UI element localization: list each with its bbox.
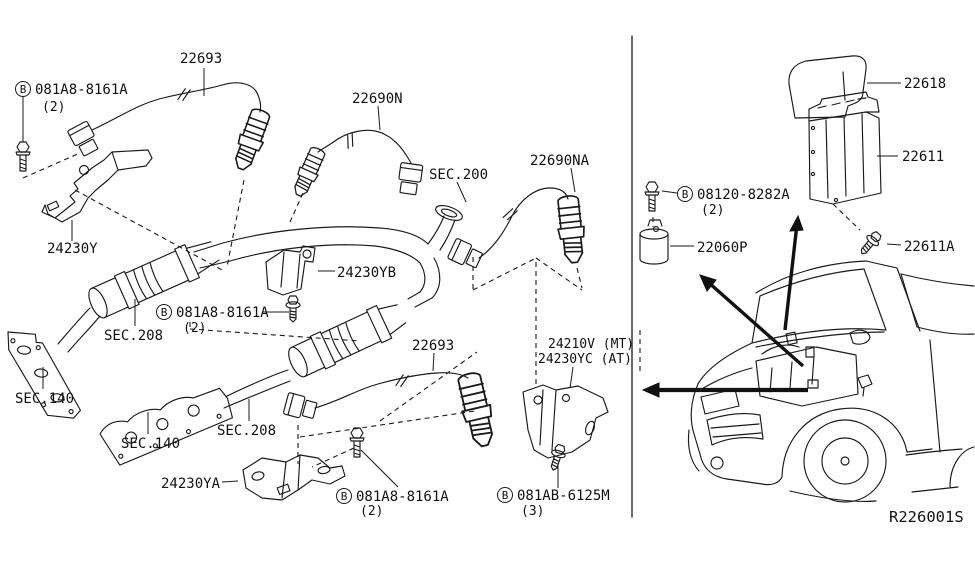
arrow-up — [789, 214, 804, 232]
oxygen-sensors — [66, 82, 589, 450]
label-24230YA: 24230YA — [161, 476, 221, 492]
fastener-qty: (2) — [42, 100, 65, 115]
label-22693-lower: 22693 — [412, 338, 454, 354]
dashed-reference-lines — [22, 152, 861, 468]
o2-sensor-22690N — [288, 129, 424, 200]
bracket-24230Y-drawing — [41, 149, 153, 223]
label-22618: 22618 — [904, 76, 946, 92]
label-sec140-lower: SEC.140 — [121, 436, 180, 452]
catalytic-converter-lower — [288, 304, 407, 378]
ecm-group — [639, 55, 882, 265]
ecm-cover-drawing — [788, 55, 867, 119]
fastener-qty: (2) — [701, 203, 724, 218]
bracket-24230YA-drawing — [242, 454, 346, 501]
o2-sensor-22693-top — [66, 82, 275, 174]
fastener-ref: 08120-8282A — [697, 187, 790, 203]
fastener-callout-ecm-bolt: B 08120-8282A (2) — [677, 186, 790, 218]
label-sec208-upper: SEC.208 — [104, 328, 163, 344]
labels: 22693 22690N 22690NA SEC.200 24230Y 2423… — [15, 51, 964, 526]
bolt-icon — [644, 181, 660, 212]
label-sec208-lower: SEC.208 — [217, 423, 276, 439]
b-symbol: B — [161, 306, 168, 319]
exhaust-y-pipe — [193, 205, 463, 308]
exhaust-assembly-drawing — [7, 205, 463, 466]
fastener-ref: 081A8-8161A — [176, 305, 269, 321]
label-24230Y: 24230Y — [47, 241, 98, 257]
label-sec140-left: SEC.140 — [15, 391, 74, 407]
engine-bay-drawing — [755, 331, 873, 407]
manifold-collector-pipe-lower — [223, 369, 291, 409]
arrow-left — [641, 382, 660, 398]
location-arrows — [641, 214, 808, 398]
fastener-qty: (3) — [521, 504, 544, 519]
vehicle-illustration — [641, 214, 975, 503]
fastener-ref: 081A8-8161A — [356, 489, 449, 505]
brackets — [41, 149, 609, 501]
label-22690N: 22690N — [352, 91, 403, 107]
arrow-up-left — [699, 274, 717, 292]
bracket-24210V-drawing — [522, 384, 609, 459]
o2-sensor-22693-lower — [282, 369, 500, 450]
fastener-qty: (2) — [360, 504, 383, 519]
b-symbol: B — [502, 489, 509, 502]
b-symbol: B — [341, 490, 348, 503]
fastener-ref: 081A8-8161A — [35, 82, 128, 98]
diagram-reference-code: R226001S — [889, 508, 964, 526]
screw-icon — [855, 228, 885, 259]
bolt-icon — [349, 427, 365, 458]
exhaust-manifold-lower — [99, 387, 233, 466]
o2-sensor-22690NA — [446, 187, 589, 272]
exhaust-manifold-left — [7, 331, 82, 419]
b-symbol: B — [20, 83, 27, 96]
label-22060P: 22060P — [697, 240, 748, 256]
label-22611: 22611 — [902, 149, 944, 165]
label-sec200: SEC.200 — [429, 167, 488, 183]
fastener-callout-bottom: B 081A8-8161A (2) — [336, 488, 449, 519]
bolt-icon — [15, 141, 31, 172]
label-22693-top: 22693 — [180, 51, 222, 67]
leader-lines — [22, 68, 902, 488]
label-24230YC-at: 24230YC (AT) — [538, 352, 632, 367]
fastener-callout-bracket-screw: B 081AB-6125M (3) — [497, 487, 610, 519]
bracket-24230YB-drawing — [265, 245, 316, 296]
screw-icon — [285, 295, 301, 323]
fastener-callout-top: B 081A8-8161A (2) — [15, 81, 128, 115]
manifold-collector-pipe-left — [57, 307, 101, 353]
fastener-qty: (2) — [183, 321, 206, 336]
fastener-callout-mid: B 081A8-8161A (2) — [156, 304, 269, 336]
label-24230YB: 24230YB — [337, 265, 396, 281]
catalytic-converter-upper — [88, 241, 220, 319]
label-24210V-mt: 24210V (MT) — [548, 337, 634, 352]
spacer-22060P-drawing — [639, 219, 669, 265]
label-22611A: 22611A — [904, 239, 955, 255]
fastener-ref: 081AB-6125M — [517, 488, 610, 504]
ecm-module-drawing — [808, 91, 882, 205]
b-symbol: B — [682, 188, 689, 201]
label-22690NA: 22690NA — [530, 153, 590, 169]
